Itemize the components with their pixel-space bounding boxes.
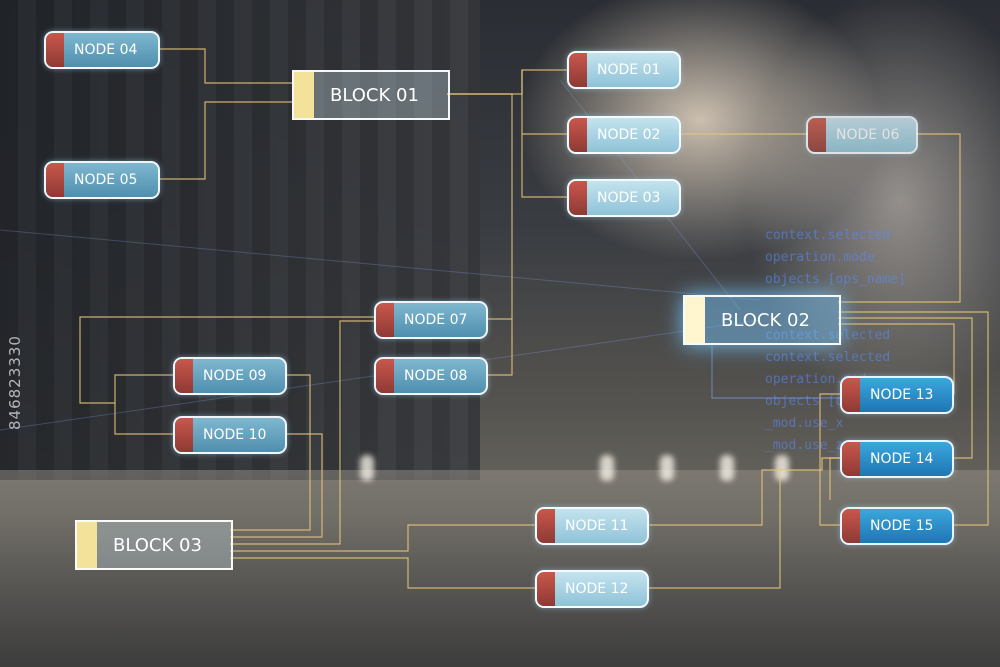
background-light — [660, 455, 674, 481]
wire — [838, 317, 973, 459]
wire — [838, 133, 961, 303]
block-label: BLOCK 03 — [113, 534, 202, 556]
node-02[interactable]: NODE 02 — [567, 116, 681, 154]
wire — [230, 433, 323, 538]
code-line: _mod.use_x — [765, 416, 844, 431]
wire — [158, 48, 294, 84]
block-03[interactable]: BLOCK 03 — [75, 520, 233, 570]
node-port — [569, 53, 587, 87]
wire — [447, 93, 513, 320]
background-light — [600, 455, 614, 481]
node-label: NODE 13 — [870, 387, 934, 403]
node-06[interactable]: NODE 06 — [806, 116, 918, 154]
node-port — [175, 418, 193, 452]
node-port — [569, 118, 587, 152]
code-line: operation.mode — [765, 250, 875, 265]
wire — [158, 101, 294, 180]
node-port — [842, 442, 860, 476]
node-08[interactable]: NODE 08 — [374, 357, 488, 395]
node-label: NODE 12 — [565, 581, 629, 597]
block-handle — [77, 522, 97, 568]
block-01[interactable]: BLOCK 01 — [292, 70, 450, 120]
node-14[interactable]: NODE 14 — [840, 440, 954, 478]
node-label: NODE 08 — [404, 368, 468, 384]
code-line: context.selected — [765, 328, 891, 343]
node-label: NODE 10 — [203, 427, 267, 443]
block-handle — [294, 72, 314, 118]
node-port — [537, 509, 555, 543]
node-05[interactable]: NODE 05 — [44, 161, 160, 199]
wire — [447, 69, 568, 95]
block-handle — [685, 297, 705, 343]
node-11[interactable]: NODE 11 — [535, 507, 649, 545]
block-label: BLOCK 02 — [721, 309, 810, 331]
wire — [230, 524, 537, 552]
code-line: _mod.use_z — [765, 438, 844, 453]
wire — [230, 374, 311, 531]
wire — [486, 319, 513, 376]
node-07[interactable]: NODE 07 — [374, 301, 488, 339]
stock-id-text: 846823330 — [6, 335, 24, 430]
node-label: NODE 02 — [597, 127, 661, 143]
wire — [114, 403, 175, 435]
node-label: NODE 06 — [836, 127, 900, 143]
code-line: context.selected — [765, 350, 891, 365]
wire — [646, 457, 842, 526]
node-port — [537, 572, 555, 606]
node-09[interactable]: NODE 09 — [173, 357, 287, 395]
perspective-line — [0, 229, 761, 301]
node-port — [376, 303, 394, 337]
wire — [230, 320, 375, 545]
node-port — [376, 359, 394, 393]
node-label: NODE 05 — [74, 172, 138, 188]
node-label: NODE 15 — [870, 518, 934, 534]
node-04[interactable]: NODE 04 — [44, 31, 160, 69]
wire — [230, 557, 537, 589]
node-port — [569, 181, 587, 215]
node-port — [175, 359, 193, 393]
block-label: BLOCK 01 — [330, 84, 419, 106]
wire — [711, 342, 842, 399]
node-port — [842, 378, 860, 412]
background-light — [720, 455, 734, 481]
node-label: NODE 07 — [404, 312, 468, 328]
code-line: context.selected — [765, 228, 891, 243]
node-10[interactable]: NODE 10 — [173, 416, 287, 454]
node-port — [842, 509, 860, 543]
node-15[interactable]: NODE 15 — [840, 507, 954, 545]
wire — [829, 457, 842, 500]
node-03[interactable]: NODE 03 — [567, 179, 681, 217]
node-label: NODE 01 — [597, 62, 661, 78]
background-light — [775, 455, 789, 481]
wire — [819, 393, 842, 526]
background-light — [360, 455, 374, 481]
node-13[interactable]: NODE 13 — [840, 376, 954, 414]
wire — [646, 468, 781, 589]
node-01[interactable]: NODE 01 — [567, 51, 681, 89]
node-port — [808, 118, 826, 152]
block-02[interactable]: BLOCK 02 — [683, 295, 841, 345]
node-label: NODE 09 — [203, 368, 267, 384]
node-label: NODE 14 — [870, 451, 934, 467]
node-12[interactable]: NODE 12 — [535, 570, 649, 608]
node-label: NODE 04 — [74, 42, 138, 58]
code-line: objects [ops_name] — [765, 272, 906, 287]
wire — [521, 70, 568, 198]
node-label: NODE 11 — [565, 518, 629, 534]
wire — [838, 311, 989, 526]
wire — [79, 316, 375, 404]
node-port — [46, 163, 64, 197]
node-label: NODE 03 — [597, 190, 661, 206]
node-port — [46, 33, 64, 67]
